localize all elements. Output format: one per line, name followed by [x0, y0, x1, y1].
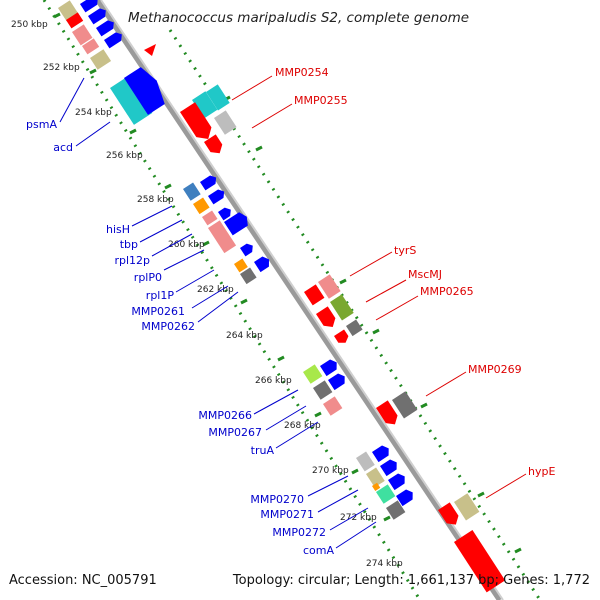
tick-label: 250 kbp: [11, 20, 48, 30]
gene-label: MMP0267: [208, 426, 262, 439]
right-leader-lines: [231, 75, 527, 499]
gene-label: truA: [251, 444, 275, 457]
gene-label: rpl1P: [146, 289, 175, 302]
gene-label: comA: [303, 544, 334, 557]
gene-label: MMP0269: [468, 363, 522, 376]
tick-label: 254 kbp: [75, 108, 112, 118]
gene-label: MMP0254: [275, 66, 329, 79]
tick-label: 262 kbp: [197, 285, 234, 295]
outer-ticks: [223, 95, 522, 554]
inner-ticks: [53, 12, 391, 522]
tick-label: 256 kbp: [106, 151, 143, 161]
gene-label: hypE: [528, 465, 555, 478]
tick-label: 272 kbp: [340, 513, 377, 523]
gene-label: psmA: [26, 118, 57, 131]
forward-features: [58, 0, 413, 520]
backbone-shadow: [100, 0, 504, 600]
gene-label: tbp: [120, 238, 138, 251]
gene-label: rpl12p: [114, 254, 150, 267]
gene-label: MMP0271: [260, 508, 314, 521]
tick-label: 260 kbp: [168, 240, 205, 250]
gene-label: MMP0272: [272, 526, 326, 539]
origin-marker: [144, 44, 156, 56]
gene-label: MMP0270: [250, 493, 304, 506]
reverse-gene-labels: MMP0254 MMP0255 tyrS MscMJ MMP0265 MMP02…: [275, 66, 555, 478]
tick-label: 266 kbp: [255, 376, 292, 386]
gene-label: hisH: [106, 223, 130, 236]
gene-label: MscMJ: [408, 268, 442, 281]
gene-label: acd: [53, 141, 73, 154]
gene-label: rplP0: [134, 271, 162, 284]
genome-title: Methanococcus maripaludis S2, complete g…: [128, 10, 470, 26]
gene-label: MMP0266: [198, 409, 252, 422]
tick-label: 258 kbp: [137, 195, 174, 205]
tick-label: 268 kbp: [284, 421, 321, 431]
gene-label: MMP0262: [141, 320, 195, 333]
dotted-track-inner: [42, 0, 422, 600]
tick-label: 252 kbp: [43, 63, 80, 73]
gene-label: tyrS: [394, 244, 416, 257]
tick-label: 274 kbp: [366, 559, 403, 569]
kbp-tick-labels: 250 kbp 252 kbp 254 kbp 256 kbp 258 kbp …: [11, 20, 403, 569]
topology-text: Topology: circular; Length: 1,661,137 bp…: [232, 573, 590, 588]
tick-label: 264 kbp: [226, 331, 263, 341]
gene-label: MMP0265: [420, 285, 474, 298]
gene-label: MMP0261: [131, 305, 185, 318]
accession-text: Accession: NC_005791: [9, 573, 157, 588]
tick-label: 270 kbp: [312, 466, 349, 476]
gene-label: MMP0255: [294, 94, 348, 107]
forward-gene-labels: psmA acd hisH tbp rpl12p rplP0 rpl1P MMP…: [26, 118, 334, 557]
left-leader-lines: [59, 77, 377, 549]
genome-backbone: [95, 0, 503, 600]
reverse-features: [180, 84, 506, 593]
